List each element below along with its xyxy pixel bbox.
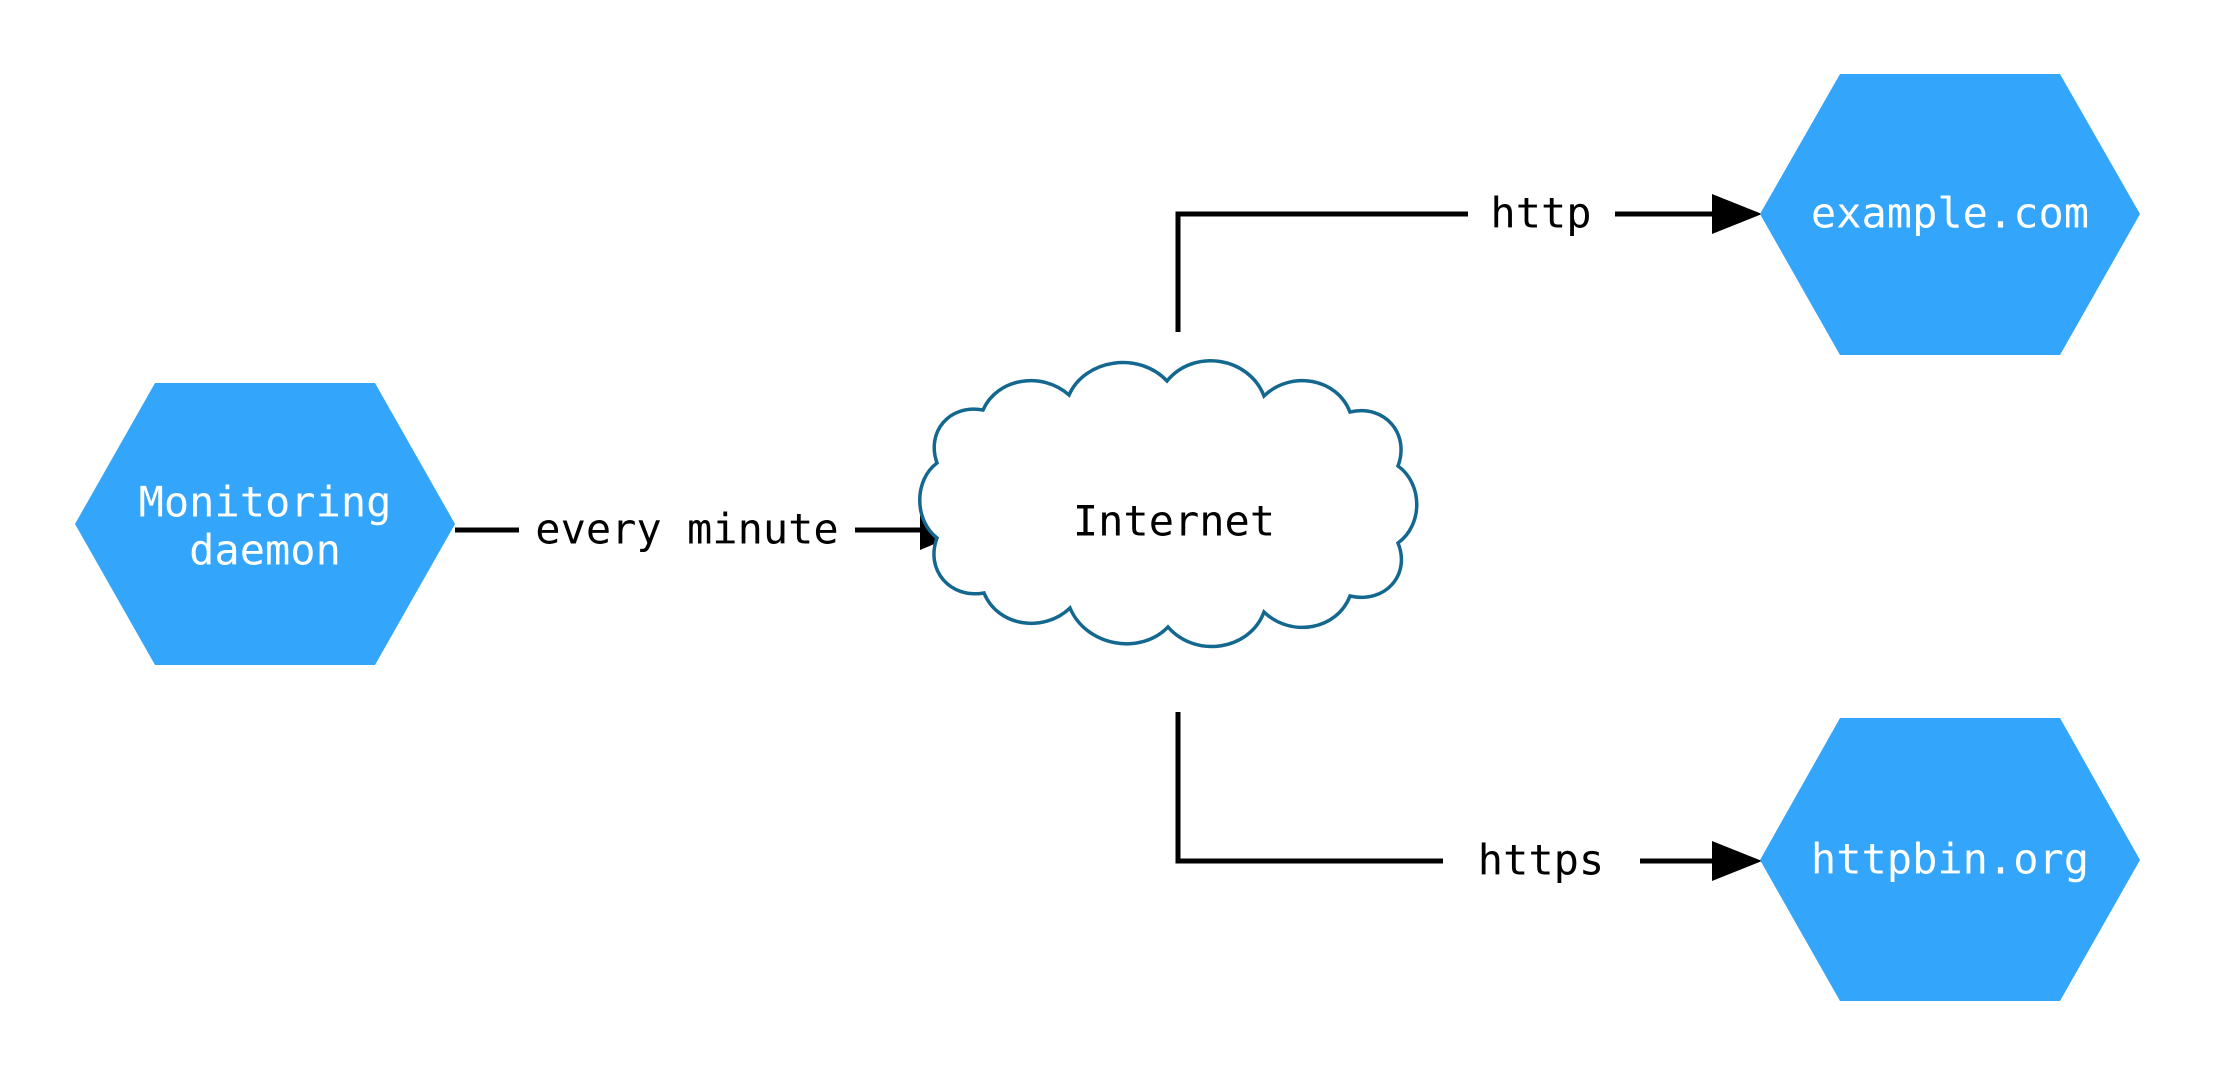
- edge-daemon-to-internet[interactable]: every minute: [455, 505, 968, 554]
- edge-label-https: https: [1478, 836, 1604, 885]
- node-label-internet: Internet: [1073, 497, 1275, 546]
- node-label-httpbin-org: httpbin.org: [1811, 835, 2089, 884]
- node-label-example-com: example.com: [1811, 189, 2089, 238]
- edge-internet-to-httpbin[interactable]: https: [1175, 712, 1762, 885]
- cloud-shape-internet: [918, 359, 1419, 649]
- node-example-com[interactable]: example.com: [1760, 74, 2140, 355]
- node-label-monitoring-daemon-line2: daemon: [189, 526, 341, 575]
- hexagon-shape-httpbin-org: [1760, 718, 2140, 1001]
- edge-internet-to-httpbin-line-left: [1175, 712, 1443, 864]
- node-monitoring-daemon[interactable]: Monitoring daemon: [75, 383, 455, 665]
- arrow-head-icon: [1712, 841, 1762, 881]
- node-httpbin-org[interactable]: httpbin.org: [1760, 718, 2140, 1001]
- arrow-head-icon: [1712, 194, 1762, 234]
- hexagon-shape-example-com: [1760, 74, 2140, 355]
- node-internet[interactable]: Internet: [918, 359, 1419, 649]
- edge-internet-to-example[interactable]: http: [1175, 189, 1762, 333]
- hexagon-shape-monitoring-daemon: [75, 383, 455, 665]
- node-label-monitoring-daemon-line1: Monitoring: [139, 478, 392, 527]
- edge-label-http: http: [1490, 189, 1591, 238]
- edge-internet-to-example-line-left: [1175, 211, 1468, 332]
- edge-label-every-minute: every minute: [535, 505, 838, 554]
